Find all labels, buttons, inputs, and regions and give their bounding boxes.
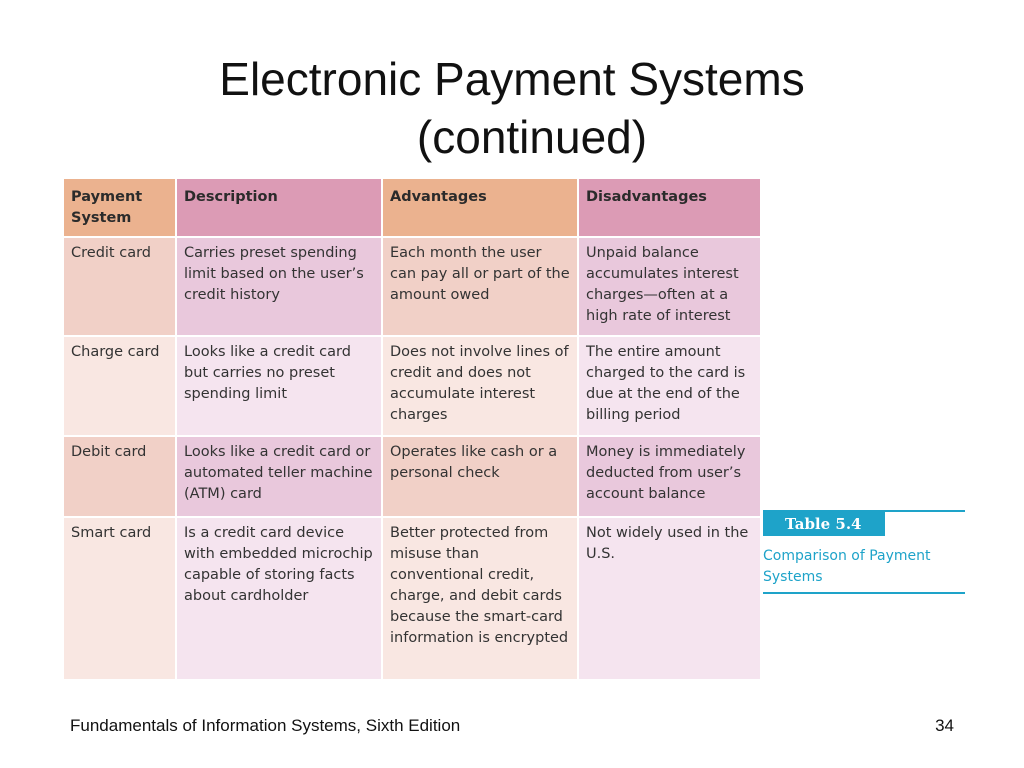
cell-description: Looks like a credit card or automated te… (175, 435, 383, 518)
table-caption-text: Comparison of Payment Systems (763, 548, 931, 585)
cell-advantages: Operates like cash or a personal check (381, 435, 579, 518)
header-description: Description (175, 177, 383, 238)
slide-page-number: 34 (935, 716, 954, 735)
cell-advantages: Does not involve lines of credit and doe… (381, 335, 579, 437)
cell-advantages: Better protected from misuse than conven… (381, 516, 579, 681)
header-advantages: Advantages (381, 177, 579, 238)
table-header-row: Payment System Description Advantages Di… (62, 177, 762, 238)
cell-payment-system: Debit card (62, 435, 177, 518)
slide-title: Electronic Payment Systems (continued) (0, 50, 1024, 166)
cell-description: Is a credit card device with embedded mi… (175, 516, 383, 681)
footer-book-title: Fundamentals of Information Systems, Six… (70, 716, 461, 735)
cell-advantages: Each month the user can pay all or part … (381, 236, 579, 337)
table-row: Smart card Is a credit card device with … (62, 516, 762, 681)
table-caption: Table 5.4 Comparison of Payment Systems (763, 510, 965, 594)
cell-disadvantages: Money is immediately deducted from user’… (577, 435, 762, 518)
table-row: Credit card Carries preset spending limi… (62, 236, 762, 337)
cell-disadvantages: The entire amount charged to the card is… (577, 335, 762, 437)
cell-description: Carries preset spending limit based on t… (175, 236, 383, 337)
header-disadvantages: Disadvantages (577, 177, 762, 238)
slide-title-line2: (continued) (416, 111, 648, 163)
cell-disadvantages: Not widely used in the U.S. (577, 516, 762, 681)
cell-disadvantages: Unpaid balance accumulates interest char… (577, 236, 762, 337)
header-payment-system: Payment System (62, 177, 177, 238)
cell-payment-system: Credit card (62, 236, 177, 337)
table-row: Charge card Looks like a credit card but… (62, 335, 762, 437)
cell-description: Looks like a credit card but carries no … (175, 335, 383, 437)
payment-systems-table: Payment System Description Advantages Di… (62, 177, 762, 681)
cell-payment-system: Smart card (62, 516, 177, 681)
table-number-label: Table 5.4 (763, 512, 885, 536)
slide-title-line1: Electronic Payment Systems (219, 53, 805, 105)
cell-payment-system: Charge card (62, 335, 177, 437)
table-row: Debit card Looks like a credit card or a… (62, 435, 762, 518)
